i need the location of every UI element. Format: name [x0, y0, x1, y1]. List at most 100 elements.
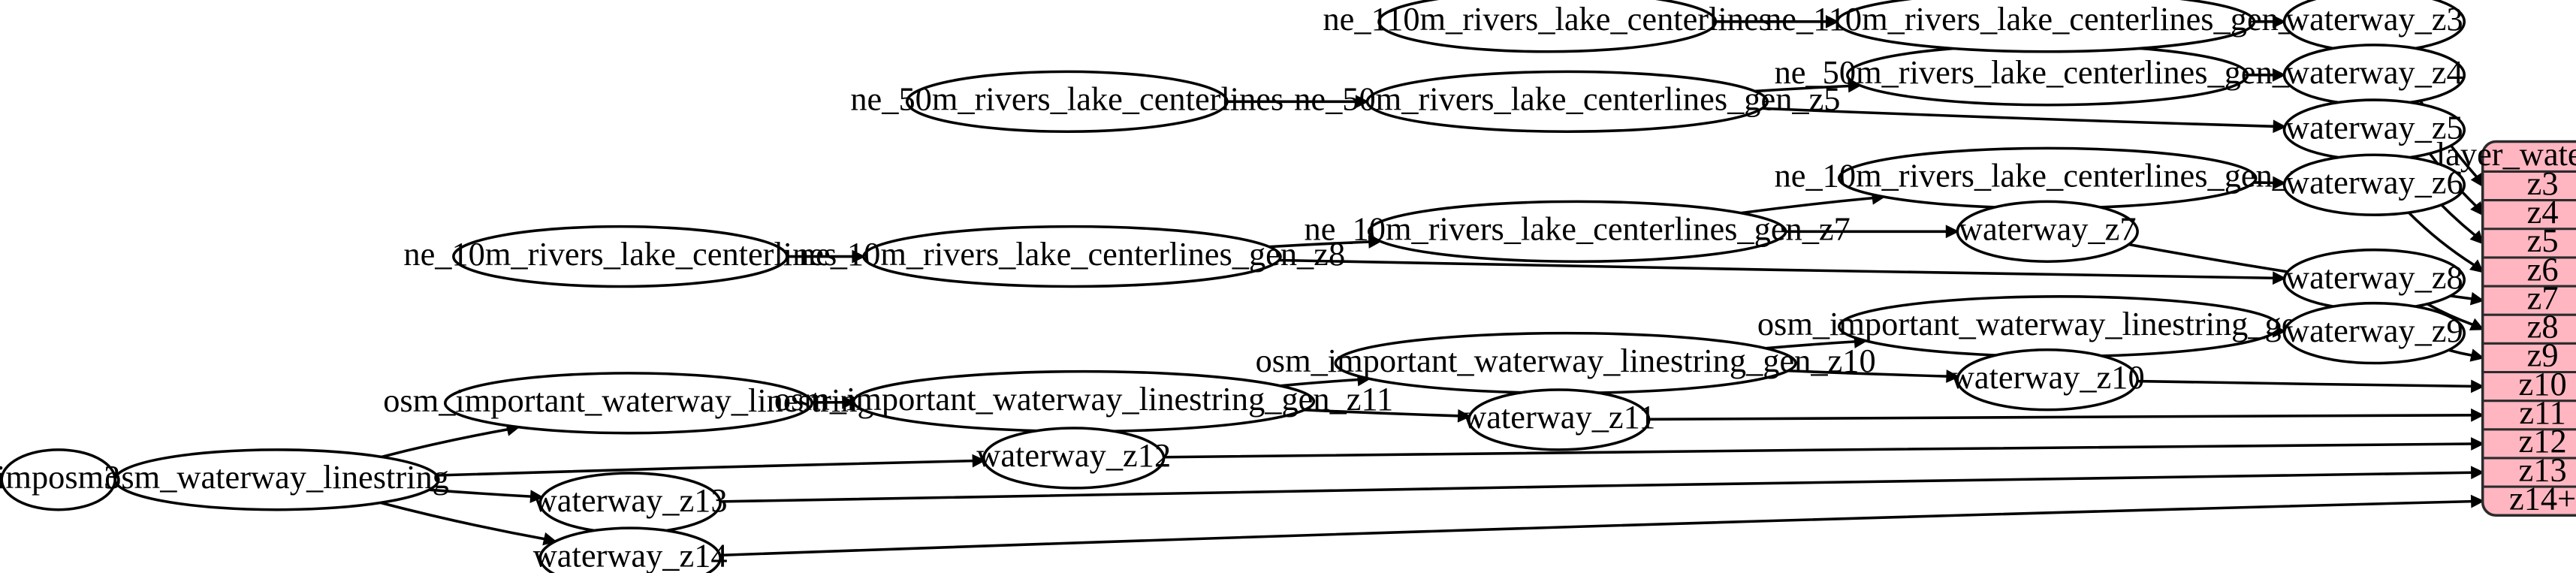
record-row-z8[interactable]: z8	[2527, 308, 2559, 345]
edge-ne_110m_rivers_lake_centerlines--to--ne_110m_rivers_lake_centerlines_gen_z3	[1715, 14, 1840, 29]
node-waterway_z14[interactable]: waterway_z14	[533, 526, 728, 573]
record-row-z4[interactable]: z4	[2527, 193, 2559, 231]
edge-line	[429, 488, 532, 498]
record-row-z10[interactable]: z10	[2519, 365, 2567, 403]
record-row-z11[interactable]: z11	[2519, 394, 2565, 431]
node-label: waterway_z8	[2285, 258, 2463, 296]
record-row-z5[interactable]: z5	[2527, 222, 2559, 259]
node-label: ne_10m_rivers_lake_centerlines_gen_z6	[1775, 157, 2321, 195]
edge-ne_110m_rivers_lake_centerlines_gen_z3--to--waterway_z3	[2254, 14, 2287, 29]
node-waterway_z6[interactable]: waterway_z6	[2282, 153, 2466, 216]
edge-waterway_z9--to--layer_waterway_z9	[2448, 348, 2485, 362]
node-waterway_z4[interactable]: waterway_z4	[2282, 44, 2466, 107]
node-label: waterway_z5	[2285, 108, 2463, 146]
edge-osm_waterway_linestring--to--waterway_z12	[436, 454, 986, 477]
node-ellipse	[2282, 301, 2466, 365]
node-label: osm_important_waterway_linestring	[383, 381, 873, 419]
node-osm_important_waterway_linestring_gen_z9[interactable]: osm_important_waterway_linestring_gen_z9	[1757, 295, 2361, 358]
edge-arrowhead	[2469, 318, 2484, 330]
edge-waterway_z10--to--layer_waterway_z10	[2137, 379, 2485, 394]
node-ellipse	[1467, 388, 1651, 451]
node-label: osm_important_waterway_linestring_gen_z9	[1757, 305, 2361, 342]
edge-arrowhead	[1825, 14, 1840, 29]
node-label: waterway_z10	[1950, 358, 2145, 396]
edge-line	[719, 499, 2472, 557]
edge-osm_important_waterway_linestring--to--osm_important_waterway_linestring_gen_z11	[812, 395, 856, 409]
node-waterway_z13[interactable]: waterway_z13	[533, 472, 728, 535]
node-waterway_z11[interactable]: waterway_z11	[1462, 388, 1655, 451]
edge-line	[1278, 258, 2274, 280]
node-ne_110m_rivers_lake_centerlines[interactable]: ne_110m_rivers_lake_centerlines	[1323, 0, 1772, 53]
edge-waterway_z12--to--layer_waterway_z12	[1163, 437, 2485, 459]
node-waterway_z9[interactable]: waterway_z9	[2282, 301, 2466, 365]
edge-osm_waterway_linestring--to--waterway_z13	[429, 488, 544, 503]
record-row-z9[interactable]: z9	[2527, 336, 2559, 374]
edge-line	[381, 428, 508, 459]
node-label: waterway_z7	[1959, 210, 2137, 248]
node-label: ne_10m_rivers_lake_centerlines_gen_z8	[799, 235, 1345, 273]
record-row-z3[interactable]: z3	[2527, 164, 2559, 202]
edge-arrowhead	[1457, 409, 1472, 423]
node-ellipse	[2282, 153, 2466, 216]
edge-arrowhead	[972, 454, 986, 468]
record-row-z13[interactable]: z13	[2519, 451, 2567, 488]
edge-arrowhead	[842, 395, 856, 409]
node-waterway_z10[interactable]: waterway_z10	[1950, 348, 2145, 412]
node-ne_10m_rivers_lake_centerlines[interactable]: ne_10m_rivers_lake_centerlines	[403, 225, 837, 288]
edge-line	[436, 459, 973, 477]
node-label: waterway_z11	[1462, 398, 1655, 436]
edge-arrowhead	[2272, 68, 2287, 82]
edge-ne_50m_rivers_lake_centerlines_gen_z4--to--waterway_z4	[2247, 68, 2287, 82]
node-waterway_z3[interactable]: waterway_z3	[2282, 0, 2466, 53]
node-label: waterway_z6	[2285, 164, 2463, 201]
edge-arrowhead	[1946, 369, 1960, 383]
node-osm_waterway_linestring[interactable]: osm_waterway_linestring	[104, 448, 449, 511]
record-node-layer: layer_waterwayz3z4z5z6z7z8z9z10z11z12z13…	[2436, 135, 2576, 517]
record-title: layer_waterway	[2436, 135, 2576, 173]
edge-arrowhead	[2471, 379, 2485, 394]
node-osm_important_waterway_linestring[interactable]: osm_important_waterway_linestring	[383, 372, 874, 435]
edge-arrowhead	[2272, 14, 2287, 29]
node-ne_10m_rivers_lake_centerlines_gen_z8[interactable]: ne_10m_rivers_lake_centerlines_gen_z8	[799, 225, 1345, 288]
node-ne_50m_rivers_lake_centerlines_gen_z4[interactable]: ne_50m_rivers_lake_centerlines_gen_z4	[1775, 44, 2321, 107]
edge-line	[1280, 378, 1359, 388]
node-ne_110m_rivers_lake_centerlines_gen_z3[interactable]: ne_110m_rivers_lake_centerlines_gen_z3	[1765, 0, 2327, 53]
node-waterway_z7[interactable]: waterway_z7	[1956, 200, 2139, 264]
edge-osm_important_waterway_linestring_gen_z11--to--waterway_z11	[1304, 409, 1472, 423]
edge-arrowhead	[2469, 259, 2484, 273]
edge-arrowhead	[2272, 176, 2287, 190]
edge-arrowhead	[2470, 494, 2485, 508]
node-label: waterway_z13	[533, 481, 728, 519]
node-label: ne_50m_rivers_lake_centerlines_gen_z4	[1775, 53, 2321, 91]
node-imposm3[interactable]: imposm3	[0, 448, 120, 511]
node-label: waterway_z12	[976, 436, 1171, 474]
node-ne_10m_rivers_lake_centerlines_gen_z6[interactable]: ne_10m_rivers_lake_centerlines_gen_z6	[1775, 146, 2321, 210]
node-waterway_z12[interactable]: waterway_z12	[976, 427, 1171, 490]
node-ellipse	[443, 372, 813, 435]
edge-line	[1754, 84, 1850, 93]
edge-line	[1163, 442, 2472, 459]
node-ne_50m_rivers_lake_centerlines[interactable]: ne_50m_rivers_lake_centerlines	[850, 70, 1283, 133]
node-label: waterway_z14	[533, 536, 728, 573]
record-node-layer-waterway[interactable]: layer_waterwayz3z4z5z6z7z8z9z10z11z12z13…	[2436, 135, 2576, 517]
edge-arrowhead	[1945, 225, 1959, 239]
edge-line	[1648, 414, 2472, 421]
edge-ne_10m_rivers_lake_centerlines--to--ne_10m_rivers_lake_centerlines_gen_z8	[786, 249, 866, 264]
edge-line	[1304, 409, 1459, 418]
node-osm_important_waterway_linestring_gen_z11[interactable]: osm_important_waterway_linestring_gen_z1…	[774, 369, 1393, 433]
edge-line	[1787, 369, 1947, 378]
node-ellipse	[1365, 70, 1769, 133]
record-row-z14plus[interactable]: z14+	[2509, 479, 2576, 517]
node-ellipse	[1956, 348, 2139, 412]
edge-arrowhead	[2471, 408, 2485, 422]
node-osm_important_waterway_linestring_gen_z10[interactable]: osm_important_waterway_linestring_gen_z1…	[1256, 331, 1876, 395]
node-ne_50m_rivers_lake_centerlines_gen_z5[interactable]: ne_50m_rivers_lake_centerlines_gen_z5	[1294, 70, 1841, 133]
node-ne_10m_rivers_lake_centerlines_gen_z7[interactable]: ne_10m_rivers_lake_centerlines_gen_z7	[1305, 200, 1851, 264]
node-waterway_z8[interactable]: waterway_z8	[2282, 248, 2466, 312]
edge-waterway_z13--to--layer_waterway_z13	[719, 466, 2485, 503]
record-row-z6[interactable]: z6	[2527, 250, 2559, 288]
node-ellipse	[905, 70, 1229, 133]
edge-arrowhead	[852, 249, 866, 264]
record-row-z12[interactable]: z12	[2519, 422, 2567, 460]
record-row-z7[interactable]: z7	[2527, 279, 2559, 316]
